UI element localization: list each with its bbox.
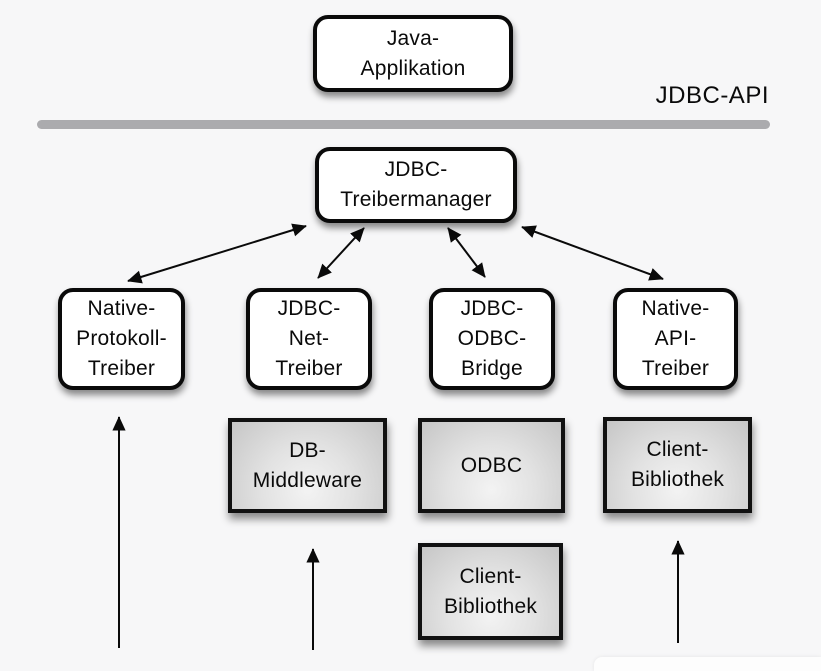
jdbc-api-divider-line bbox=[37, 120, 770, 129]
edge-manager-jdbcodbc bbox=[447, 227, 486, 278]
node-label: JDBC- ODBC- Bridge bbox=[457, 297, 527, 380]
node-jdbc-net-treiber: JDBC- Net- Treiber bbox=[246, 288, 372, 390]
node-java-applikation: Java- Applikation bbox=[313, 15, 513, 92]
node-label: ODBC bbox=[460, 453, 523, 477]
node-client-bibliothek-right: Client- Bibliothek bbox=[603, 417, 752, 513]
node-native-api-treiber: Native- API- Treiber bbox=[613, 288, 738, 390]
node-odbc: ODBC bbox=[418, 418, 565, 513]
node-label: Client- Bibliothek bbox=[630, 438, 725, 491]
cropped-box-bottom-right bbox=[594, 657, 821, 671]
node-label: Client- Bibliothek bbox=[443, 564, 538, 618]
node-label: Java- Applikation bbox=[360, 26, 466, 80]
node-db-middleware: DB- Middleware bbox=[228, 418, 387, 513]
node-jdbc-odbc-bridge: JDBC- ODBC- Bridge bbox=[429, 288, 555, 390]
node-label: JDBC- Treibermanager bbox=[340, 158, 492, 211]
node-jdbc-treibermanager: JDBC- Treibermanager bbox=[315, 147, 517, 223]
edge-manager-nativeprotokoll bbox=[127, 223, 307, 284]
jdbc-api-label: JDBC-API bbox=[655, 82, 769, 109]
edge-manager-jdbcnet bbox=[317, 227, 365, 279]
node-label: Native- Protokoll- Treiber bbox=[76, 297, 167, 380]
node-label: Native- API- Treiber bbox=[641, 297, 710, 380]
node-client-bibliothek-bottom: Client- Bibliothek bbox=[418, 543, 563, 640]
edge-manager-nativeapi bbox=[521, 225, 664, 281]
node-native-protokoll-treiber: Native- Protokoll- Treiber bbox=[58, 288, 185, 390]
node-label: JDBC- Net- Treiber bbox=[275, 297, 343, 380]
node-label: DB- Middleware bbox=[252, 438, 363, 492]
